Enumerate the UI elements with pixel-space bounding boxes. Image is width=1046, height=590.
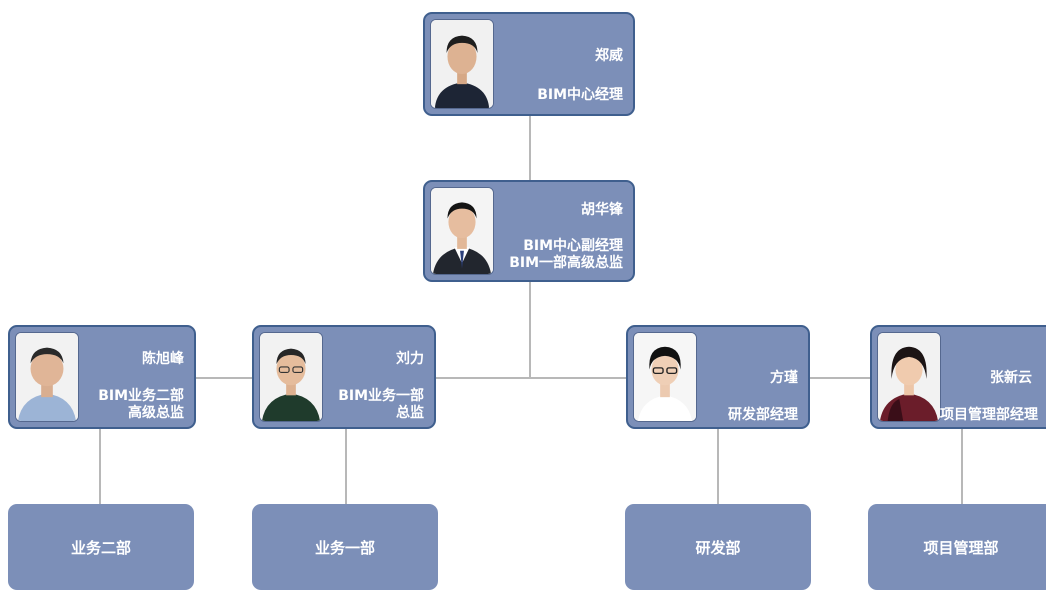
person-name: 刘力 [396, 351, 424, 367]
person-title: BIM业务一部 [338, 388, 424, 404]
person-photo-icon [15, 332, 79, 422]
person-name: 郑威 [595, 48, 623, 64]
person-title: 项目管理部经理 [940, 407, 1038, 423]
connector-chen-dept [99, 429, 101, 504]
card-liu-li: 刘力 BIM业务一部 总监 [252, 325, 436, 429]
dept-rnd: 研发部 [625, 504, 811, 590]
card-fang-jin: 方瑾 研发部经理 [626, 325, 810, 429]
person-name: 陈旭峰 [142, 351, 184, 367]
connector-fang-dept [717, 429, 719, 504]
dept-business-one: 业务一部 [252, 504, 438, 590]
person-name: 张新云 [990, 370, 1032, 386]
person-title: BIM中心副经理 [523, 238, 623, 254]
connector-bus-main [436, 377, 626, 379]
connector-zhang-dept [961, 429, 963, 504]
card-zheng-wei: 郑威 BIM中心经理 [423, 12, 635, 116]
person-title: BIM中心经理 [537, 87, 623, 103]
person-name: 胡华锋 [581, 202, 623, 218]
dept-business-two: 业务二部 [8, 504, 194, 590]
connector-bus-left [196, 377, 256, 379]
person-photo-icon [430, 187, 494, 275]
card-zhang-xinyun: 张新云 项目管理部经理 [870, 325, 1046, 429]
person-name: 方瑾 [770, 370, 798, 386]
person-title: 研发部经理 [728, 407, 798, 423]
person-title: BIM一部高级总监 [509, 255, 623, 271]
connector-deputy-bus [529, 282, 531, 378]
connector-liu-dept [345, 429, 347, 504]
dept-project-management: 项目管理部 [868, 504, 1046, 590]
person-photo-icon [259, 332, 323, 422]
person-title: 高级总监 [128, 405, 184, 421]
person-photo-icon [430, 19, 494, 109]
person-photo-icon [633, 332, 697, 422]
connector-top-deputy [529, 116, 531, 180]
person-photo-icon [877, 332, 941, 422]
person-title: 总监 [396, 405, 424, 421]
connector-bus-right [810, 377, 870, 379]
person-title: BIM业务二部 [98, 388, 184, 404]
card-chen-xufeng: 陈旭峰 BIM业务二部 高级总监 [8, 325, 196, 429]
card-hu-huafeng: 胡华锋 BIM中心副经理 BIM一部高级总监 [423, 180, 635, 282]
